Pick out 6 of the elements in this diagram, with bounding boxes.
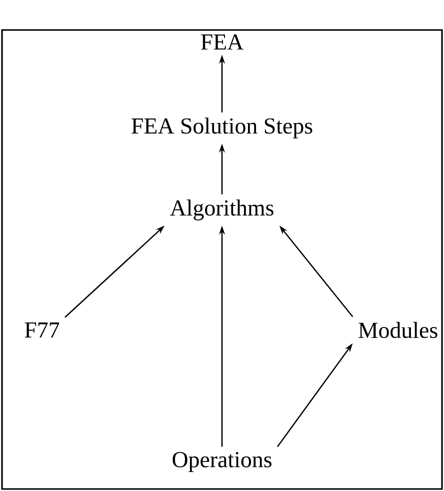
- text-label: Operations: [172, 452, 272, 472]
- text-label: FEA Solution Steps: [132, 118, 312, 138]
- text-label: Modules: [358, 322, 438, 338]
- text-label: Algorithms: [170, 200, 274, 220]
- text-label: FEA: [201, 34, 244, 50]
- text-label: F77: [24, 322, 60, 338]
